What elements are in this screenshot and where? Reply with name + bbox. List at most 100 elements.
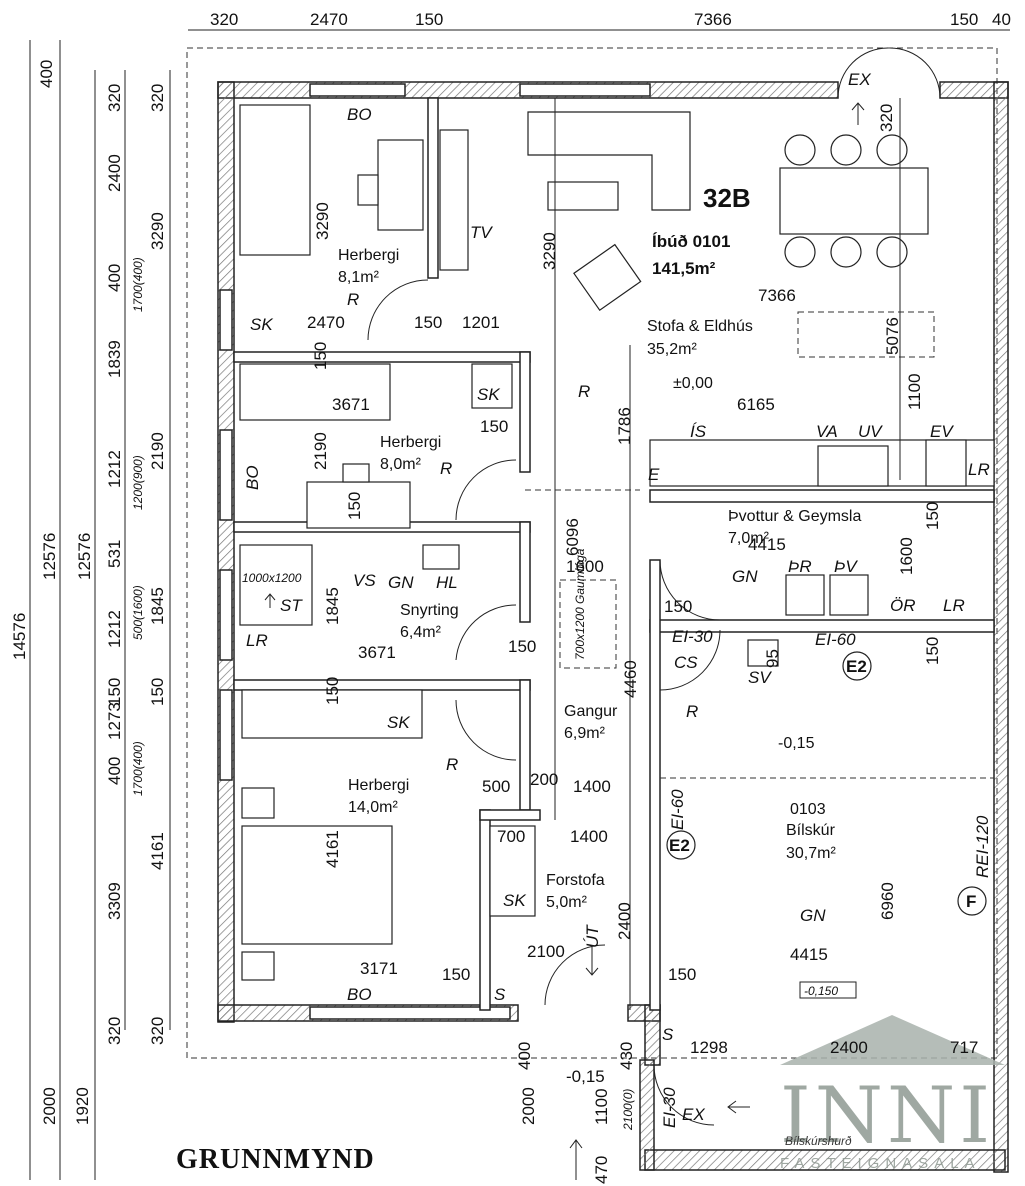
label-sk-4: SK	[503, 891, 526, 910]
dim-2470: 2470	[307, 313, 345, 332]
dim-400: 400	[515, 1042, 534, 1070]
label-gn-2: GN	[732, 567, 758, 586]
dim-717: 717	[950, 1038, 978, 1057]
room-forstofa-area: 5,0m²	[546, 894, 588, 911]
left-col4-2190: 2190	[148, 432, 167, 470]
room-forstofa: Forstofa	[546, 872, 605, 889]
dim-150d: 150	[345, 492, 364, 520]
dimension-lines	[29, 29, 1010, 1180]
label-r-4: R	[686, 702, 698, 721]
label-r-3: R	[440, 459, 452, 478]
dim-4161: 4161	[323, 830, 342, 868]
brand-logo: INNI FASTEIGNASALA Bílskúrshurð	[780, 1015, 1005, 1172]
dim-150j: 150	[442, 965, 470, 984]
left-col3-11: 320	[105, 1017, 124, 1045]
top-dim-2470: 2470	[310, 10, 348, 29]
left-col3-8: 1273	[105, 702, 124, 740]
dim-4415a: 4415	[748, 535, 786, 554]
label-e2-2: E2	[669, 836, 690, 855]
top-dim-320: 320	[210, 10, 238, 29]
label-gn-3: GN	[800, 906, 826, 925]
arrows	[264, 102, 865, 1180]
garage-level-box: -0,150	[804, 984, 838, 998]
dim-2000: 2000	[519, 1087, 538, 1125]
label-ut: ÚT	[583, 924, 602, 948]
room-stofa: Stofa & Eldhús	[647, 318, 753, 335]
left-col3-5: 531	[105, 540, 124, 568]
dim-700: 700	[497, 827, 525, 846]
left-dim-2000: 2000	[40, 1087, 59, 1125]
label-sv: SV	[748, 668, 772, 687]
dim-1400b: 1400	[570, 827, 608, 846]
dim-3171: 3171	[360, 959, 398, 978]
left-col3-6: 1212	[105, 610, 124, 648]
label-bo-2: BO	[243, 465, 262, 490]
dim-2100-0: 2100(0)	[621, 1089, 635, 1131]
dim-1845: 1845	[323, 587, 342, 625]
dim-95: 95	[763, 649, 782, 668]
logo-faded-text: Bílskúrshurð	[785, 1134, 852, 1148]
left-col3-10: 3309	[105, 882, 124, 920]
left-col4-320b: 320	[148, 1017, 167, 1045]
dim-150a: 150	[414, 313, 442, 332]
dim-1201: 1201	[462, 313, 500, 332]
room-stofa-area: 35,2m²	[647, 341, 697, 358]
label-sk-3: SK	[387, 713, 410, 732]
room-snyrting: Snyrting	[400, 602, 459, 619]
room-herbergi-2: Herbergi	[380, 434, 441, 451]
label-s-1: S	[494, 985, 506, 1004]
label-r-1: R	[347, 290, 359, 309]
dim-150k: 150	[668, 965, 696, 984]
left-col3-2: 400	[105, 264, 124, 292]
apartment-name: Íbúð 0101	[652, 232, 730, 251]
label-sk-2: SK	[477, 385, 500, 404]
dim-3290b: 3290	[540, 232, 559, 270]
top-dim-40: 40	[992, 10, 1011, 29]
dim-3671a: 3671	[332, 395, 370, 414]
label-pr: ÞR	[788, 557, 812, 576]
dim-150i: 150	[923, 637, 942, 665]
left-dimensions: 14576 12576 12576 400 320 2400 400 1839 …	[10, 60, 167, 1125]
room-thvottur-area: 7,0m²	[728, 530, 770, 547]
left-window-3: 500(1600)	[131, 585, 145, 640]
dim-150h: 150	[323, 677, 342, 705]
label-ei30-2: EI-30	[660, 1087, 679, 1128]
fixture-labels: BO TV R SK SK R ÍS VA UV EV LR E BO R 10…	[242, 70, 992, 1128]
dim-200: 200	[530, 770, 558, 789]
dim-2400b: 2400	[830, 1038, 868, 1057]
dim-470: 470	[592, 1156, 611, 1184]
room-bilskur: Bílskúr	[786, 822, 836, 839]
guide-lines	[525, 98, 994, 1010]
dim-430: 430	[617, 1042, 636, 1070]
dim-500: 500	[482, 777, 510, 796]
left-col4-1845: 1845	[148, 587, 167, 625]
left-dim-total-b: 12576	[75, 533, 94, 580]
dim-150e: 150	[923, 502, 942, 530]
dim-1600a: 1600	[566, 557, 604, 576]
left-col4-320: 320	[148, 84, 167, 112]
interior-dimensions: 3290 3290 2470 150 1201 7366 5076 150 36…	[307, 104, 978, 1184]
dim-5076: 5076	[883, 317, 902, 355]
left-window-4: 1700(400)	[131, 741, 145, 796]
left-window-2: 1200(900)	[131, 455, 145, 510]
left-col3-4: 1212	[105, 450, 124, 488]
dim-1100b: 1100	[592, 1088, 611, 1125]
dim-150f: 150	[664, 597, 692, 616]
dim-2400: 2400	[615, 902, 634, 940]
label-lr-3: LR	[943, 596, 965, 615]
room-thvottur: Þvottur & Geymsla	[728, 508, 861, 525]
level-outside: -0,15	[566, 1067, 605, 1086]
dim-1100: 1100	[905, 373, 924, 410]
left-col3-7: 150	[105, 678, 124, 706]
drawing-title: GRUNNMYND	[176, 1144, 375, 1175]
left-dim-400-top: 400	[37, 60, 56, 88]
label-rei120: REI-120	[973, 815, 992, 878]
dim-3671b: 3671	[358, 643, 396, 662]
logo-sub-text: FASTEIGNASALA	[780, 1155, 981, 1172]
label-f: F	[966, 892, 976, 911]
left-window-1: 1700(400)	[131, 257, 145, 312]
label-hl: HL	[436, 573, 458, 592]
left-col3-1: 2400	[105, 154, 124, 192]
top-dim-7366: 7366	[694, 10, 732, 29]
room-labels: 32B Íbúð 0101 141,5m² Herbergi 8,1m² Sto…	[338, 183, 861, 999]
